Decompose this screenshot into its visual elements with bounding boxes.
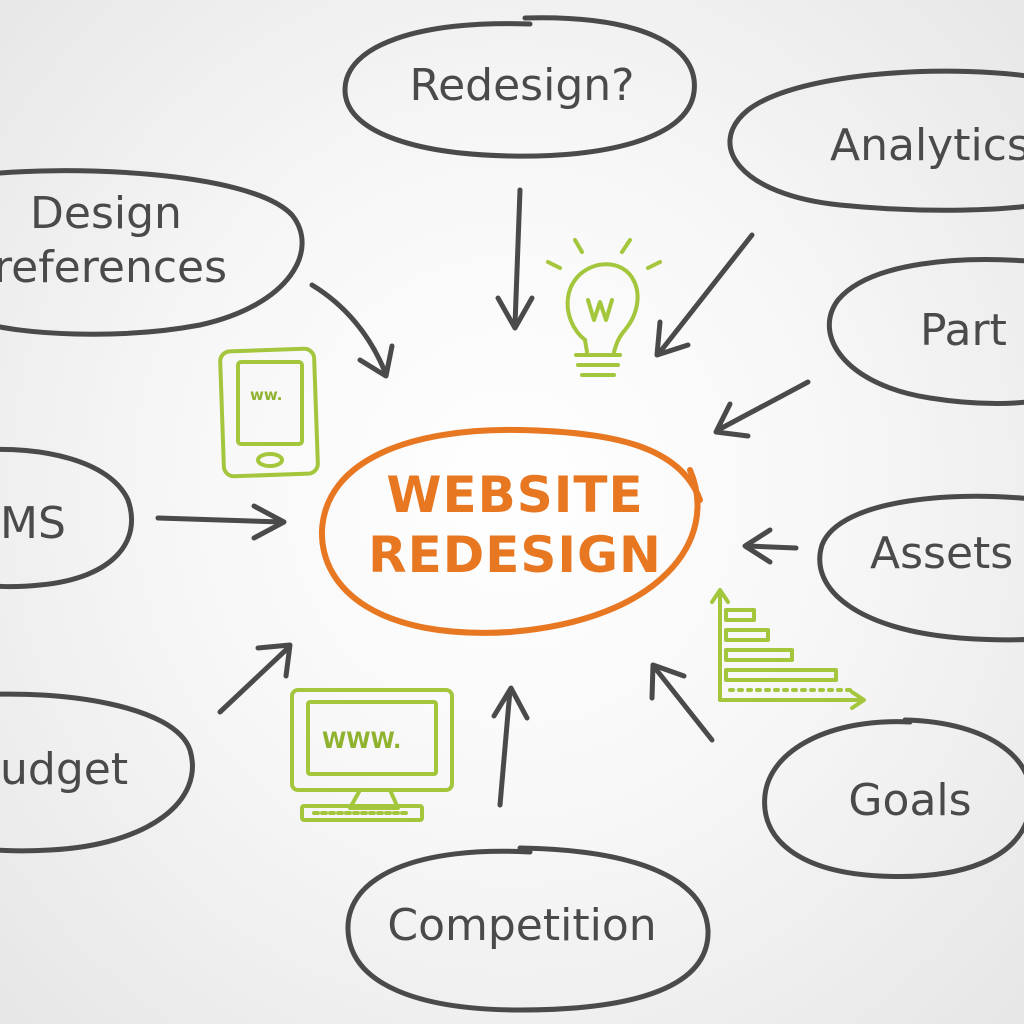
monitor-screen-text: WWW. <box>322 729 401 754</box>
node-cms-label: MS <box>0 498 66 549</box>
node-budget-label: udget <box>0 744 128 795</box>
computer-monitor-icon: WWW. <box>290 688 454 822</box>
node-redesign-ring <box>342 15 697 159</box>
node-part-label: Part <box>920 305 1007 356</box>
node-redesign-label: Redesign? <box>410 60 635 111</box>
arrow-from-analytics <box>654 232 755 358</box>
node-goals-ring <box>762 717 1024 879</box>
arrow-from-cms <box>155 503 287 541</box>
node-goals: Goals <box>762 717 1024 879</box>
node-analytics: Analytics <box>727 68 1024 213</box>
node-part: Part <box>826 257 1024 406</box>
lightbulb-icon <box>546 238 662 377</box>
node-analytics-label: Analytics <box>830 120 1024 171</box>
node-cms: MS <box>0 446 135 590</box>
node-competition: Competition <box>345 845 711 1013</box>
node-design-ring <box>0 168 305 337</box>
arrow-from-competition <box>491 685 530 808</box>
arrow-from-budget <box>217 642 293 715</box>
node-goals-label: Goals <box>848 775 971 826</box>
bar-chart-icon <box>710 588 866 710</box>
tablet-icon: ww. <box>218 346 320 479</box>
center-node: WEBSITE REDESIGN <box>318 426 703 636</box>
node-cms-ring <box>0 446 135 590</box>
arrow-from-assets <box>742 527 799 565</box>
node-part-ring <box>826 257 1024 406</box>
node-assets-ring <box>817 493 1024 643</box>
arrow-from-redesign <box>495 187 535 331</box>
arrow-from-part <box>713 379 811 439</box>
center-title-line2: REDESIGN <box>368 526 662 584</box>
node-design-references: Design references <box>0 168 305 337</box>
node-assets-label: Assets <box>870 528 1013 579</box>
node-budget-ring <box>0 691 195 854</box>
node-design-label-line1: Design <box>30 188 182 239</box>
center-ring <box>318 426 703 636</box>
arrow-from-design <box>309 282 395 379</box>
node-budget: udget <box>0 691 195 854</box>
node-competition-ring <box>345 845 711 1013</box>
node-analytics-ring <box>727 68 1024 213</box>
node-competition-label: Competition <box>387 900 656 951</box>
arrow-from-goals <box>649 662 715 743</box>
node-redesign: Redesign? <box>342 15 697 159</box>
center-title-line1: WEBSITE <box>386 466 643 524</box>
node-design-label-line2: references <box>0 242 227 293</box>
tablet-screen-text: ww. <box>250 386 282 404</box>
node-assets: Assets <box>817 493 1024 643</box>
